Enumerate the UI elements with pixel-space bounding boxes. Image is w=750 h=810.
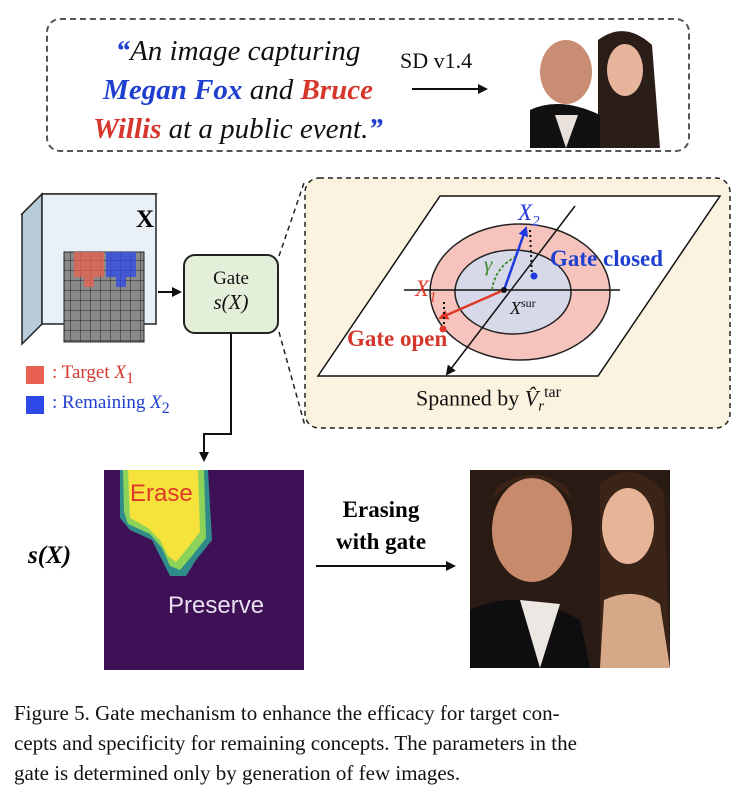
gate-heatmap [104,470,304,670]
x-sur-label: Xsur [510,296,536,319]
model-label: SD v1.4 [400,48,473,73]
prompt-name-megan: Megan Fox [103,74,243,106]
gate-output-arrow [199,334,232,462]
inset-x1-sub: 1 [429,289,437,306]
erasing-line1: Erasing [342,497,420,522]
spanned-text: Spanned by [416,385,525,411]
tensor-label: X [136,206,155,233]
inner-ellipse [454,249,572,335]
legend-remaining-var: X [150,392,162,413]
legend-remaining: : Remaining X2 [52,392,170,418]
erasing-line2: with gate [335,529,427,554]
inset-connector-bottom [278,331,306,427]
vector-x1 [438,288,505,320]
caption-line2: cepts and specificity for remaining conc… [14,731,577,755]
open-quote: “ [115,35,131,67]
generated-image-top [530,28,666,148]
remaining-swatch [26,396,44,414]
figure-caption: Figure 5. Gate mechanism to enhance the … [14,698,742,788]
caption-line3: gate is determined only by generation of… [14,761,461,785]
close-quote: ” [368,113,383,145]
legend-target-text: : Target [52,362,115,383]
erasing-label: Erasing with gate [322,494,440,558]
open-point [439,325,447,333]
preserve-label: Preserve [168,592,265,619]
prompt-box [46,18,690,152]
legend-target-sub: 1 [125,369,134,387]
legend-target: : Target X1 [52,362,134,388]
vector-x2 [502,226,529,291]
prompt-and: and [242,74,301,106]
closed-point [530,272,538,280]
prompt-name-bruce: Bruce [300,74,373,106]
legend-target-var: X [114,362,126,383]
inset-x1-var: X [415,276,430,301]
prompt-name-willis: Willis [93,113,162,145]
gate-title: Gate [213,268,249,289]
origin-point [501,287,507,293]
legend-remaining-sub: 2 [161,399,170,417]
inset-x2-label: X2 [518,200,540,231]
gate-function: s(X) [213,290,249,314]
prompt-part2: at a public event. [161,113,369,145]
inset-connector-top [278,179,306,257]
x-sur-var: X [510,298,521,318]
v-hat: V̂ [524,385,539,411]
target-swatch [26,366,44,384]
inset-x1-label: X1 [415,276,437,307]
x-sur-sup: sur [521,296,536,310]
s-x-label: s(X) [28,542,72,569]
prompt-part1: An image capturing [130,35,361,67]
gate-closed-label: Gate closed [550,246,664,271]
caption-line1: Figure 5. Gate mechanism to enhance the … [14,701,560,725]
spanned-label: Spanned by V̂rtar [416,384,561,416]
inset-x2-var: X [518,200,533,225]
erase-label: Erase [130,480,193,507]
axis-diagonal [445,205,576,376]
projection-x2 [529,229,533,279]
gamma-label: γ [484,252,493,276]
gate-open-label: Gate open [347,326,448,351]
v-sup: tar [544,384,561,401]
gate-box: Gate s(X) [183,254,279,334]
feature-tensor-cube [20,192,158,346]
generated-image-bottom [470,470,670,668]
legend-remaining-text: : Remaining [52,392,151,413]
inset-x2-sub: 2 [532,213,540,230]
angle-arc [491,256,516,291]
v-sub: r [538,398,545,415]
